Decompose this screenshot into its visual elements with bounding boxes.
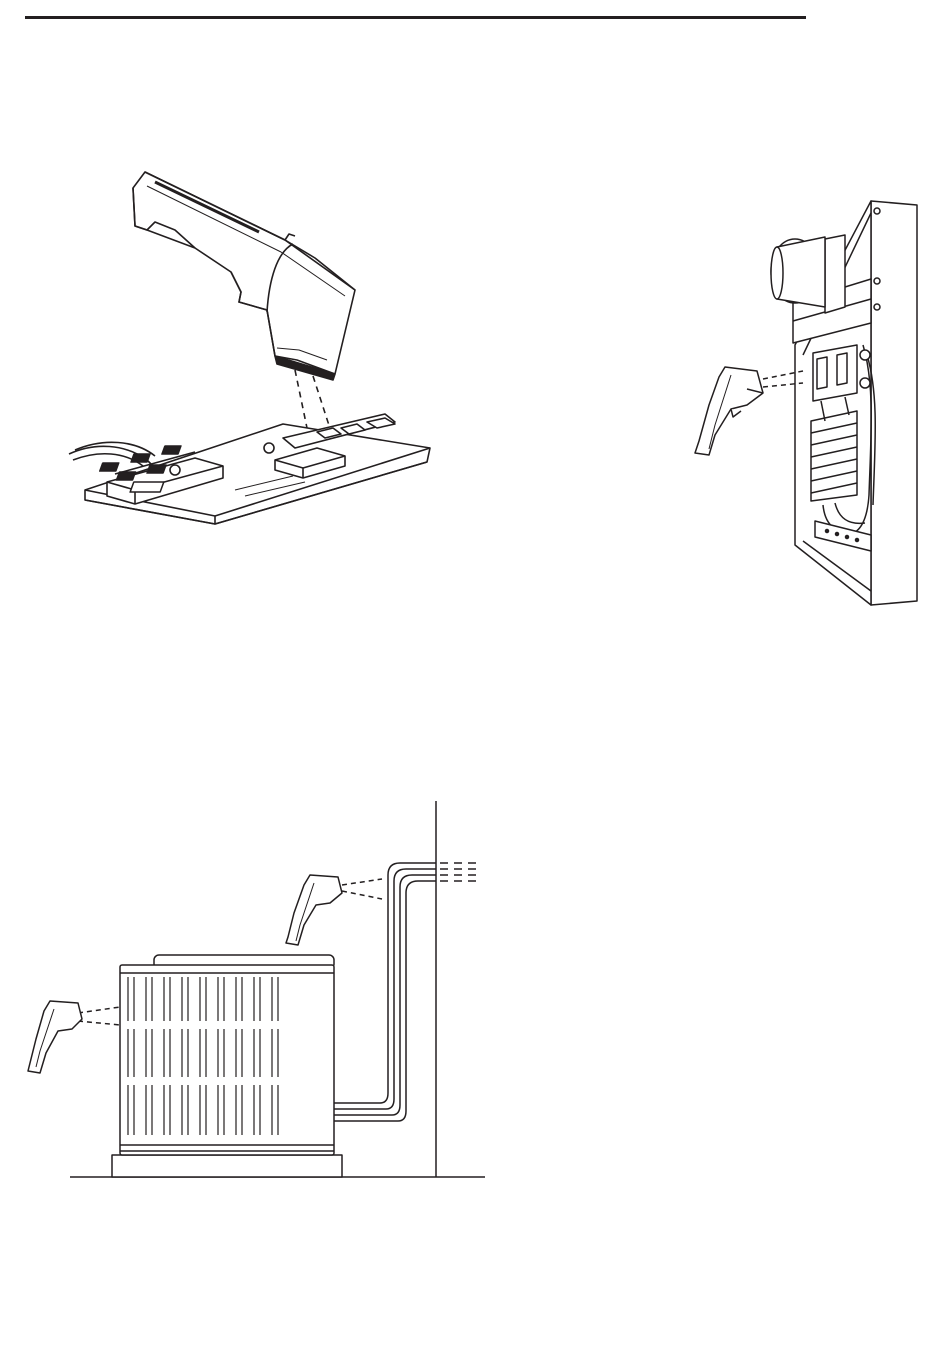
header-rule [25, 16, 806, 19]
electrical-panel-icon [771, 201, 917, 605]
ir-thermometer-icon [133, 172, 355, 380]
ir-thermometer-icon [695, 367, 763, 455]
circuit-board-icon [69, 414, 430, 524]
circuit-board-illustration [55, 160, 445, 540]
electrical-panel-illustration [685, 195, 925, 610]
ir-thermometer-icon [28, 1001, 82, 1073]
ac-condenser-icon [112, 955, 342, 1177]
ac-condenser-illustration [20, 795, 495, 1185]
refrigerant-lines [334, 863, 482, 1121]
ir-thermometer-icon [286, 875, 342, 945]
